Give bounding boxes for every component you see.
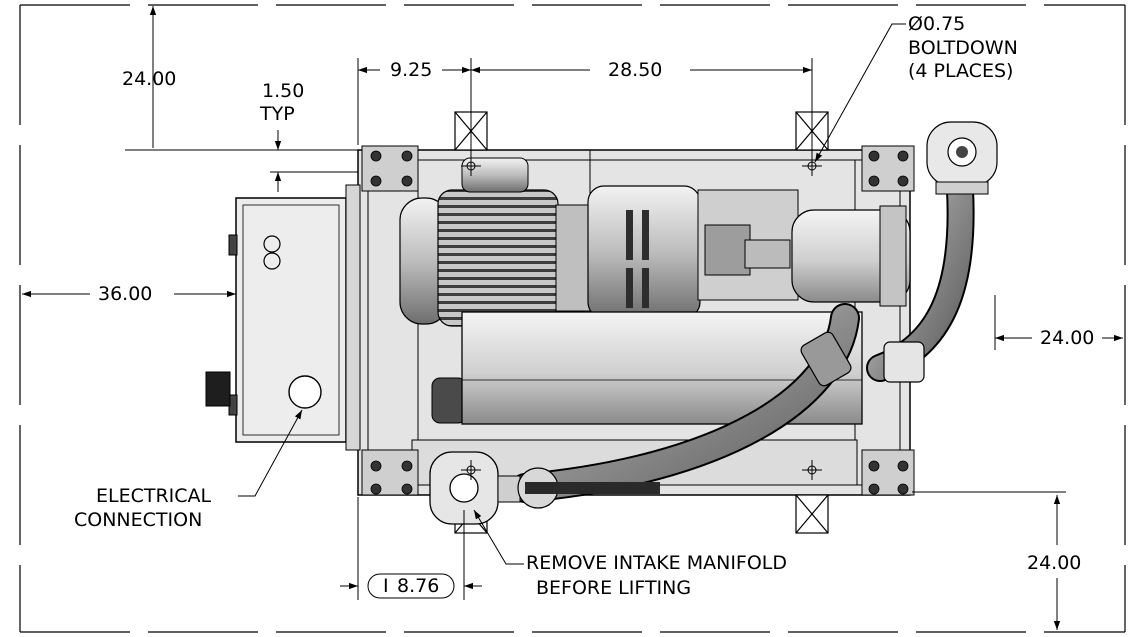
pump-housing	[587, 185, 799, 319]
callout-boltdown-text: BOLTDOWN	[908, 37, 1018, 59]
dim-right-clearance: 24.00	[1038, 327, 1097, 349]
callout-electrical-line2: CONNECTION	[74, 509, 203, 531]
intake-filter	[791, 205, 911, 307]
indicator-light-icon	[263, 252, 281, 270]
pipe-coupling	[800, 331, 852, 387]
electrical-enclosure	[205, 184, 361, 451]
silencer	[431, 311, 863, 425]
dim-intake-prefix: I	[383, 575, 389, 597]
conduit-port-icon	[288, 375, 322, 409]
dim-top-height: 24.00	[122, 68, 177, 90]
dimension-lines	[22, 6, 1123, 630]
dim-intake-offset: 8.76	[397, 575, 440, 597]
frame-bolts	[370, 150, 909, 495]
dim-bottom-clearance: 24.00	[1027, 552, 1082, 574]
callout-boltdown-places: (4 PLACES)	[908, 60, 1014, 82]
intake-manifold	[429, 451, 660, 525]
callout-electrical-line1: ELECTRICAL	[96, 485, 212, 507]
disconnect-handle-icon	[205, 371, 231, 407]
discharge-flange	[926, 121, 998, 195]
callout-intake-line1: REMOVE INTAKE MANIFOLD	[526, 552, 788, 574]
valve-handle-icon	[525, 482, 660, 494]
indicator-light-icon	[263, 235, 281, 253]
clearance-boundary	[19, 4, 1126, 633]
dim-left-offset: 9.25	[388, 59, 435, 81]
leader-lines	[238, 23, 906, 565]
callout-boltdown-diameter: Ø0.75	[908, 13, 966, 35]
dim-bolt-span: 28.50	[606, 59, 665, 81]
pipe-coupling	[883, 341, 925, 383]
dim-typ-text: TYP	[260, 103, 295, 125]
dim-typ-value: 1.50	[262, 80, 305, 102]
dim-overall-depth: 36.00	[96, 283, 155, 305]
callout-intake-line2: BEFORE LIFTING	[536, 577, 692, 599]
boltdown-holes	[461, 156, 822, 480]
